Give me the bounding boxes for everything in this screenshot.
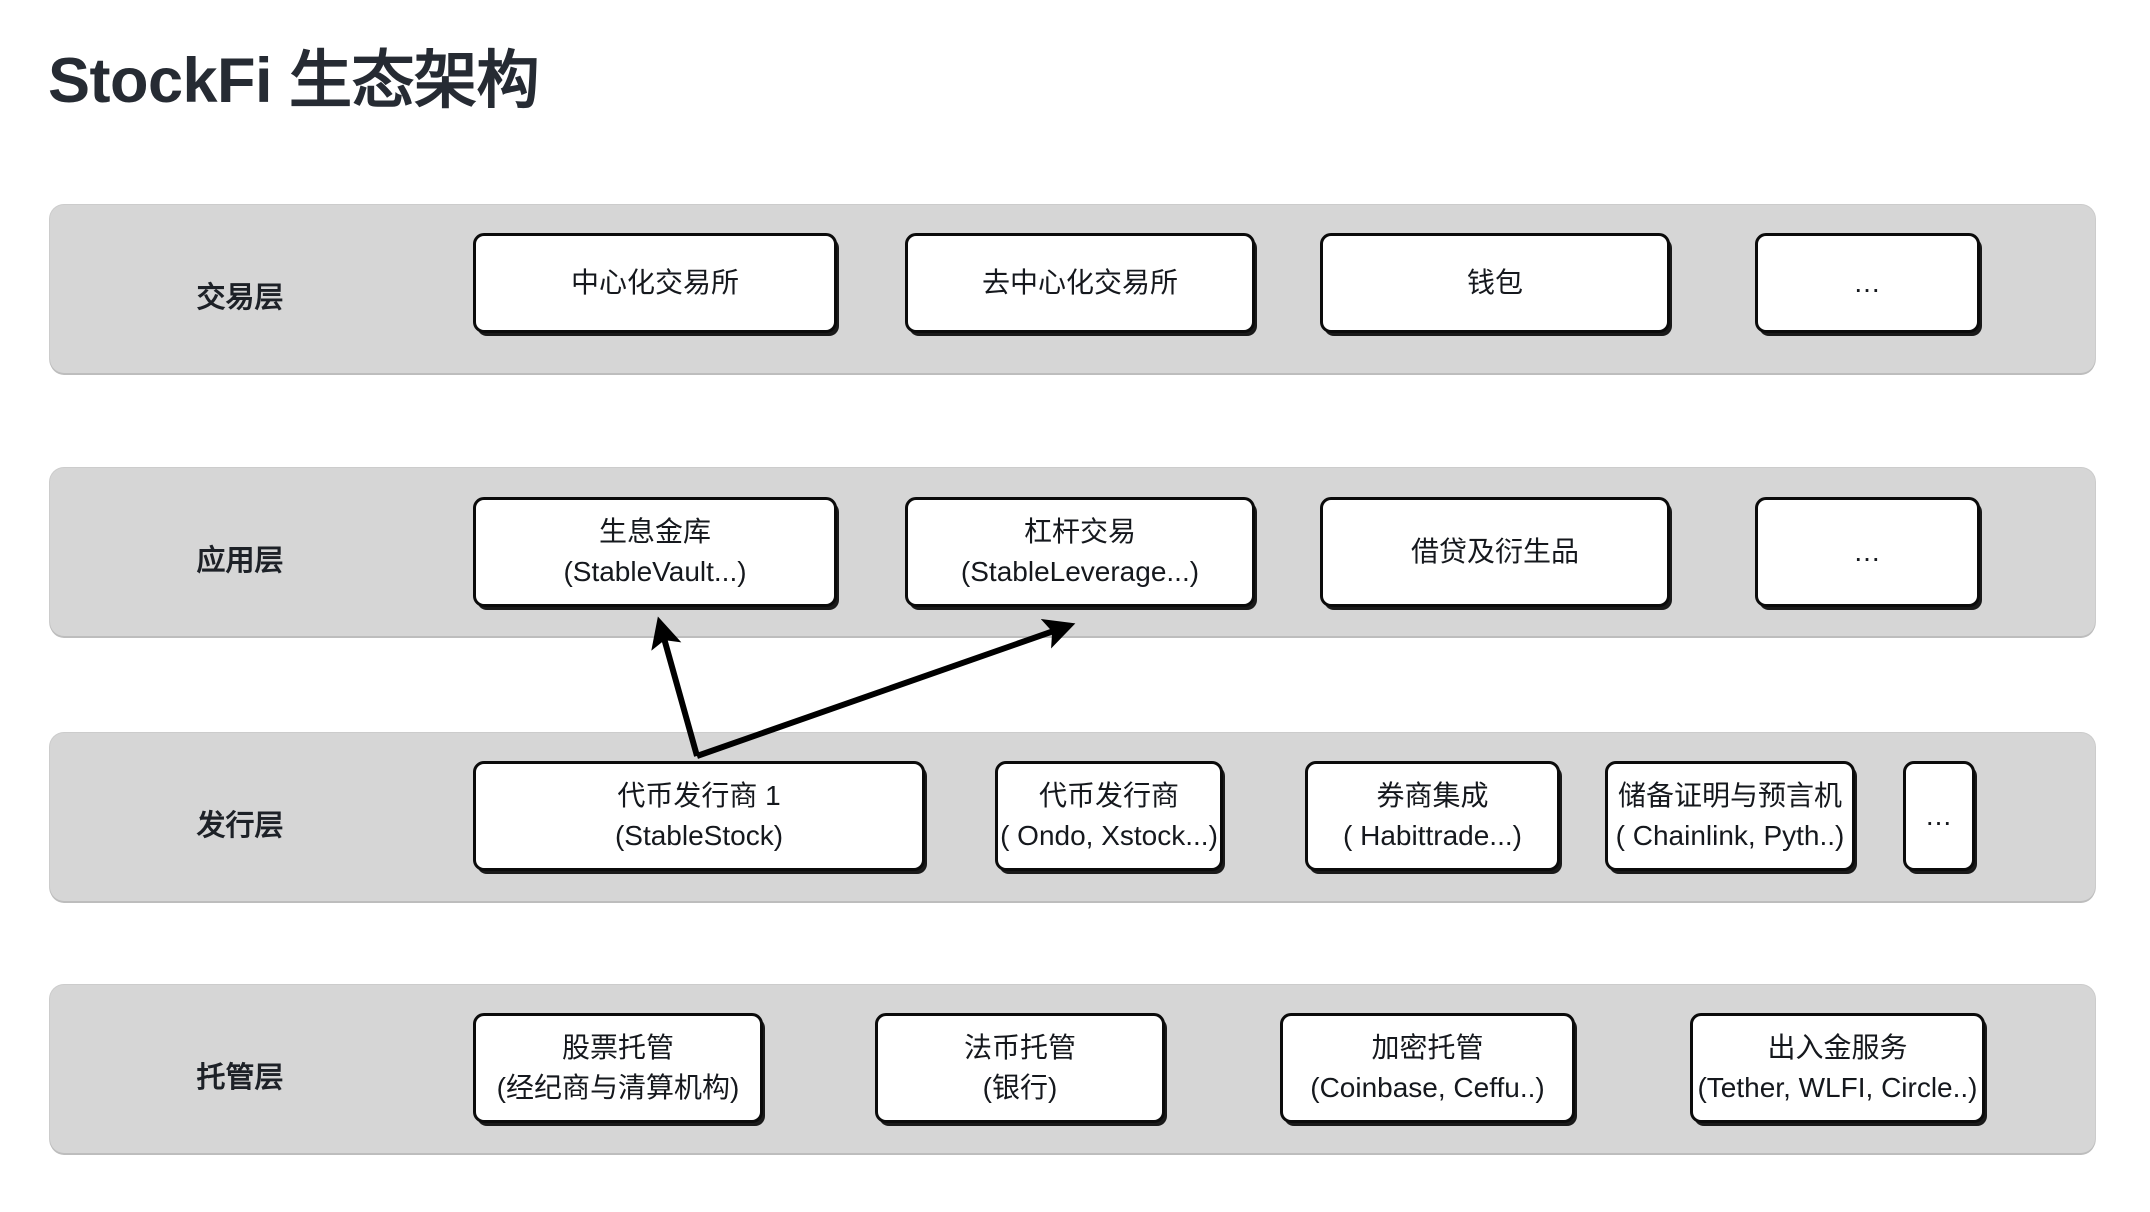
layer-label-issuance: 发行层	[196, 810, 284, 842]
node-more-trading-label: ...	[1854, 267, 1881, 299]
node-crypto-custody-sublabel: (Coinbase, Ceffu..)	[1310, 1072, 1545, 1103]
node-token-issuer-2-sublabel: ( Ondo, Xstock...)	[1000, 820, 1218, 851]
node-dex[interactable]: 去中心化交易所	[905, 233, 1255, 333]
node-yield-vault[interactable]: 生息金库 (StableVault...)	[473, 497, 837, 607]
node-lending-derivatives[interactable]: 借贷及衍生品	[1320, 497, 1670, 607]
node-cex[interactable]: 中心化交易所	[473, 233, 837, 333]
node-yield-vault-label: 生息金库	[598, 516, 711, 548]
page-title: StockFi 生态架构	[48, 46, 540, 116]
node-leverage-trading[interactable]: 杠杆交易 (StableLeverage...)	[905, 497, 1255, 607]
node-more-application[interactable]: ...	[1755, 497, 1980, 607]
node-onramp-offramp[interactable]: 出入金服务 (Tether, WLFI, Circle..)	[1690, 1013, 1985, 1123]
node-more-trading[interactable]: ...	[1755, 233, 1980, 333]
node-broker-integration-label: 券商集成	[1376, 780, 1489, 812]
node-token-issuer-1-sublabel: (StableStock)	[614, 820, 784, 851]
node-crypto-custody[interactable]: 加密托管 (Coinbase, Ceffu..)	[1280, 1013, 1575, 1123]
node-dex-label: 去中心化交易所	[981, 267, 1178, 299]
node-proof-of-reserve-oracle-label: 储备证明与预言机	[1617, 780, 1842, 812]
node-proof-of-reserve-oracle[interactable]: 储备证明与预言机 ( Chainlink, Pyth..)	[1605, 761, 1855, 871]
node-broker-integration-sublabel: ( Habittrade...)	[1343, 820, 1522, 851]
node-token-issuer-1[interactable]: 代币发行商 1 (StableStock)	[473, 761, 925, 871]
node-proof-of-reserve-oracle-sublabel: ( Chainlink, Pyth..)	[1615, 820, 1845, 851]
node-yield-vault-sublabel: (StableVault...)	[563, 556, 747, 587]
node-broker-integration[interactable]: 券商集成 ( Habittrade...)	[1305, 761, 1560, 871]
node-fiat-custody-label: 法币托管	[963, 1032, 1076, 1064]
layer-label-application: 应用层	[196, 545, 284, 577]
node-stock-custody[interactable]: 股票托管 (经纪商与清算机构)	[473, 1013, 763, 1123]
layer-label-trading: 交易层	[196, 282, 284, 314]
node-token-issuer-2[interactable]: 代币发行商 ( Ondo, Xstock...)	[995, 761, 1223, 871]
node-fiat-custody-sublabel: (银行)	[982, 1072, 1058, 1103]
node-leverage-trading-label: 杠杆交易	[1023, 516, 1136, 548]
node-cex-label: 中心化交易所	[570, 267, 739, 299]
node-wallet[interactable]: 钱包	[1320, 233, 1670, 333]
node-stock-custody-label: 股票托管	[561, 1032, 674, 1064]
node-stock-custody-sublabel: (经纪商与清算机构)	[496, 1072, 740, 1103]
layer-label-custody: 托管层	[196, 1062, 284, 1094]
node-onramp-offramp-label: 出入金服务	[1767, 1032, 1908, 1064]
node-token-issuer-2-label: 代币发行商	[1038, 780, 1179, 812]
node-fiat-custody[interactable]: 法币托管 (银行)	[875, 1013, 1165, 1123]
node-more-application-label: ...	[1854, 536, 1881, 568]
node-leverage-trading-sublabel: (StableLeverage...)	[960, 556, 1200, 587]
node-more-issuance[interactable]: ...	[1903, 761, 1975, 871]
node-onramp-offramp-sublabel: (Tether, WLFI, Circle..)	[1697, 1072, 1978, 1103]
node-crypto-custody-label: 加密托管	[1371, 1032, 1484, 1064]
node-token-issuer-1-label: 代币发行商 1	[617, 780, 781, 812]
node-more-issuance-label: ...	[1925, 800, 1953, 832]
node-wallet-label: 钱包	[1466, 267, 1523, 299]
node-lending-derivatives-label: 借贷及衍生品	[1410, 536, 1579, 568]
